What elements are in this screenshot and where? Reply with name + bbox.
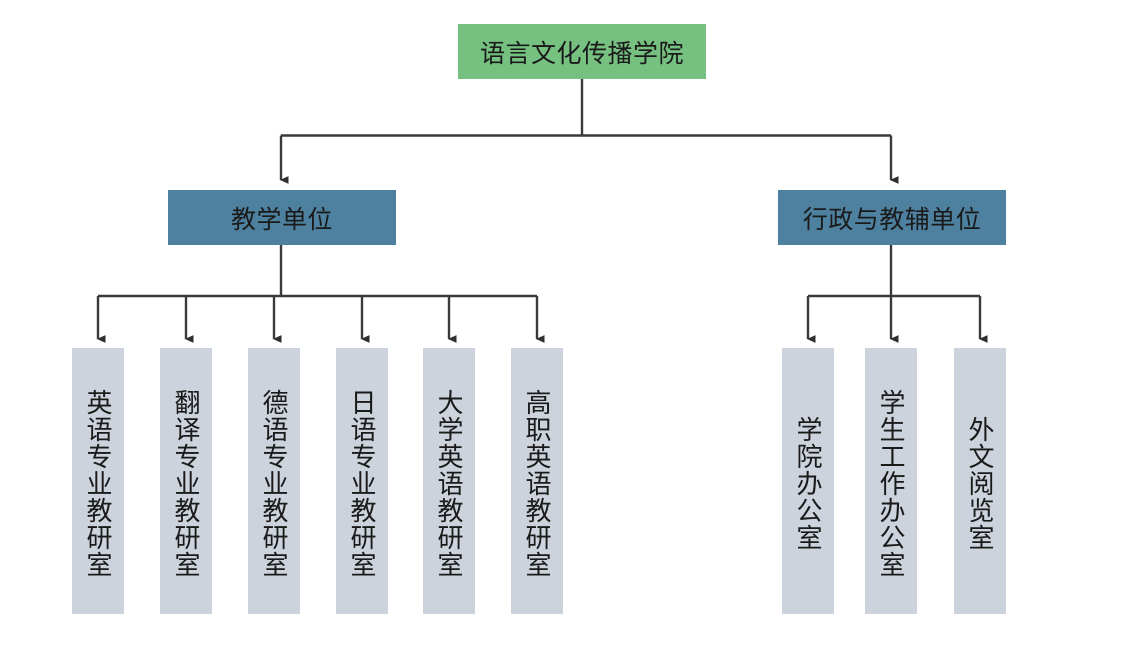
node-student-affairs-office-label: 学生工作办公室 <box>876 388 907 578</box>
node-student-affairs-office[interactable]: 学生工作办公室 <box>865 348 917 614</box>
node-english-department-label: 英语专业教研室 <box>83 388 114 578</box>
node-vocational-english-department-label: 高职英语教研室 <box>522 388 553 578</box>
node-college-english-department[interactable]: 大学英语教研室 <box>423 348 475 614</box>
node-college-office-label: 学院办公室 <box>793 415 824 551</box>
node-german-department[interactable]: 德语专业教研室 <box>248 348 300 614</box>
node-college-office[interactable]: 学院办公室 <box>782 348 834 614</box>
node-foreign-language-reading-room-label: 外文阅览室 <box>965 415 996 551</box>
node-admin-units-label: 行政与教辅单位 <box>802 205 982 234</box>
node-english-department[interactable]: 英语专业教研室 <box>72 348 124 614</box>
node-japanese-department-label: 日语专业教研室 <box>347 388 378 578</box>
node-translation-department[interactable]: 翻译专业教研室 <box>160 348 212 614</box>
node-root-label: 语言文化传播学院 <box>479 39 684 68</box>
node-root[interactable]: 语言文化传播学院 <box>458 24 706 79</box>
node-vocational-english-department[interactable]: 高职英语教研室 <box>511 348 563 614</box>
node-teaching-units-label: 教学单位 <box>230 205 333 234</box>
node-admin-units[interactable]: 行政与教辅单位 <box>778 190 1006 245</box>
node-german-department-label: 德语专业教研室 <box>259 388 290 578</box>
node-foreign-language-reading-room[interactable]: 外文阅览室 <box>954 348 1006 614</box>
node-teaching-units[interactable]: 教学单位 <box>168 190 396 245</box>
node-japanese-department[interactable]: 日语专业教研室 <box>336 348 388 614</box>
node-college-english-department-label: 大学英语教研室 <box>434 388 465 578</box>
node-translation-department-label: 翻译专业教研室 <box>171 388 202 578</box>
